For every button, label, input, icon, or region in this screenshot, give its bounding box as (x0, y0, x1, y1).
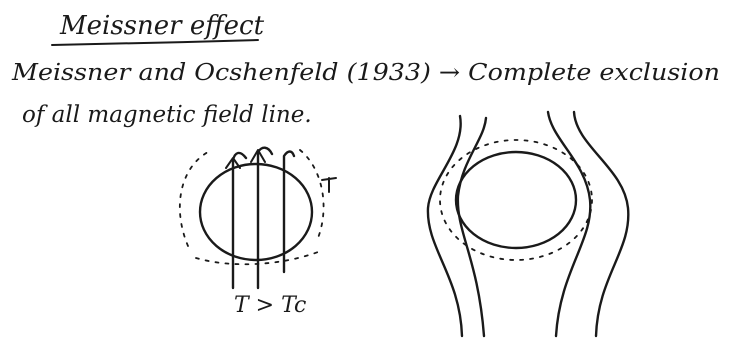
outer-right-field-line (574, 112, 628, 336)
outer-left-field-line (428, 116, 462, 336)
note-line-2: of all magnetic field line. (22, 102, 312, 128)
dotted-boundary (440, 140, 592, 260)
condition-label: T > Tc (234, 293, 306, 318)
field-line-1 (233, 153, 246, 288)
note-line-1: Meissner and Ocshenfeld (1933) → Complet… (11, 60, 720, 86)
sample-circle (200, 164, 312, 260)
heading: Meissner effect (59, 11, 265, 41)
field-line-2 (258, 148, 272, 288)
superconductor-circle (456, 152, 576, 248)
meissner-state-diagram (428, 112, 628, 336)
inner-left-field-line (458, 118, 486, 336)
side-mark (322, 178, 336, 192)
normal-state-diagram: T > Tc (180, 148, 336, 318)
